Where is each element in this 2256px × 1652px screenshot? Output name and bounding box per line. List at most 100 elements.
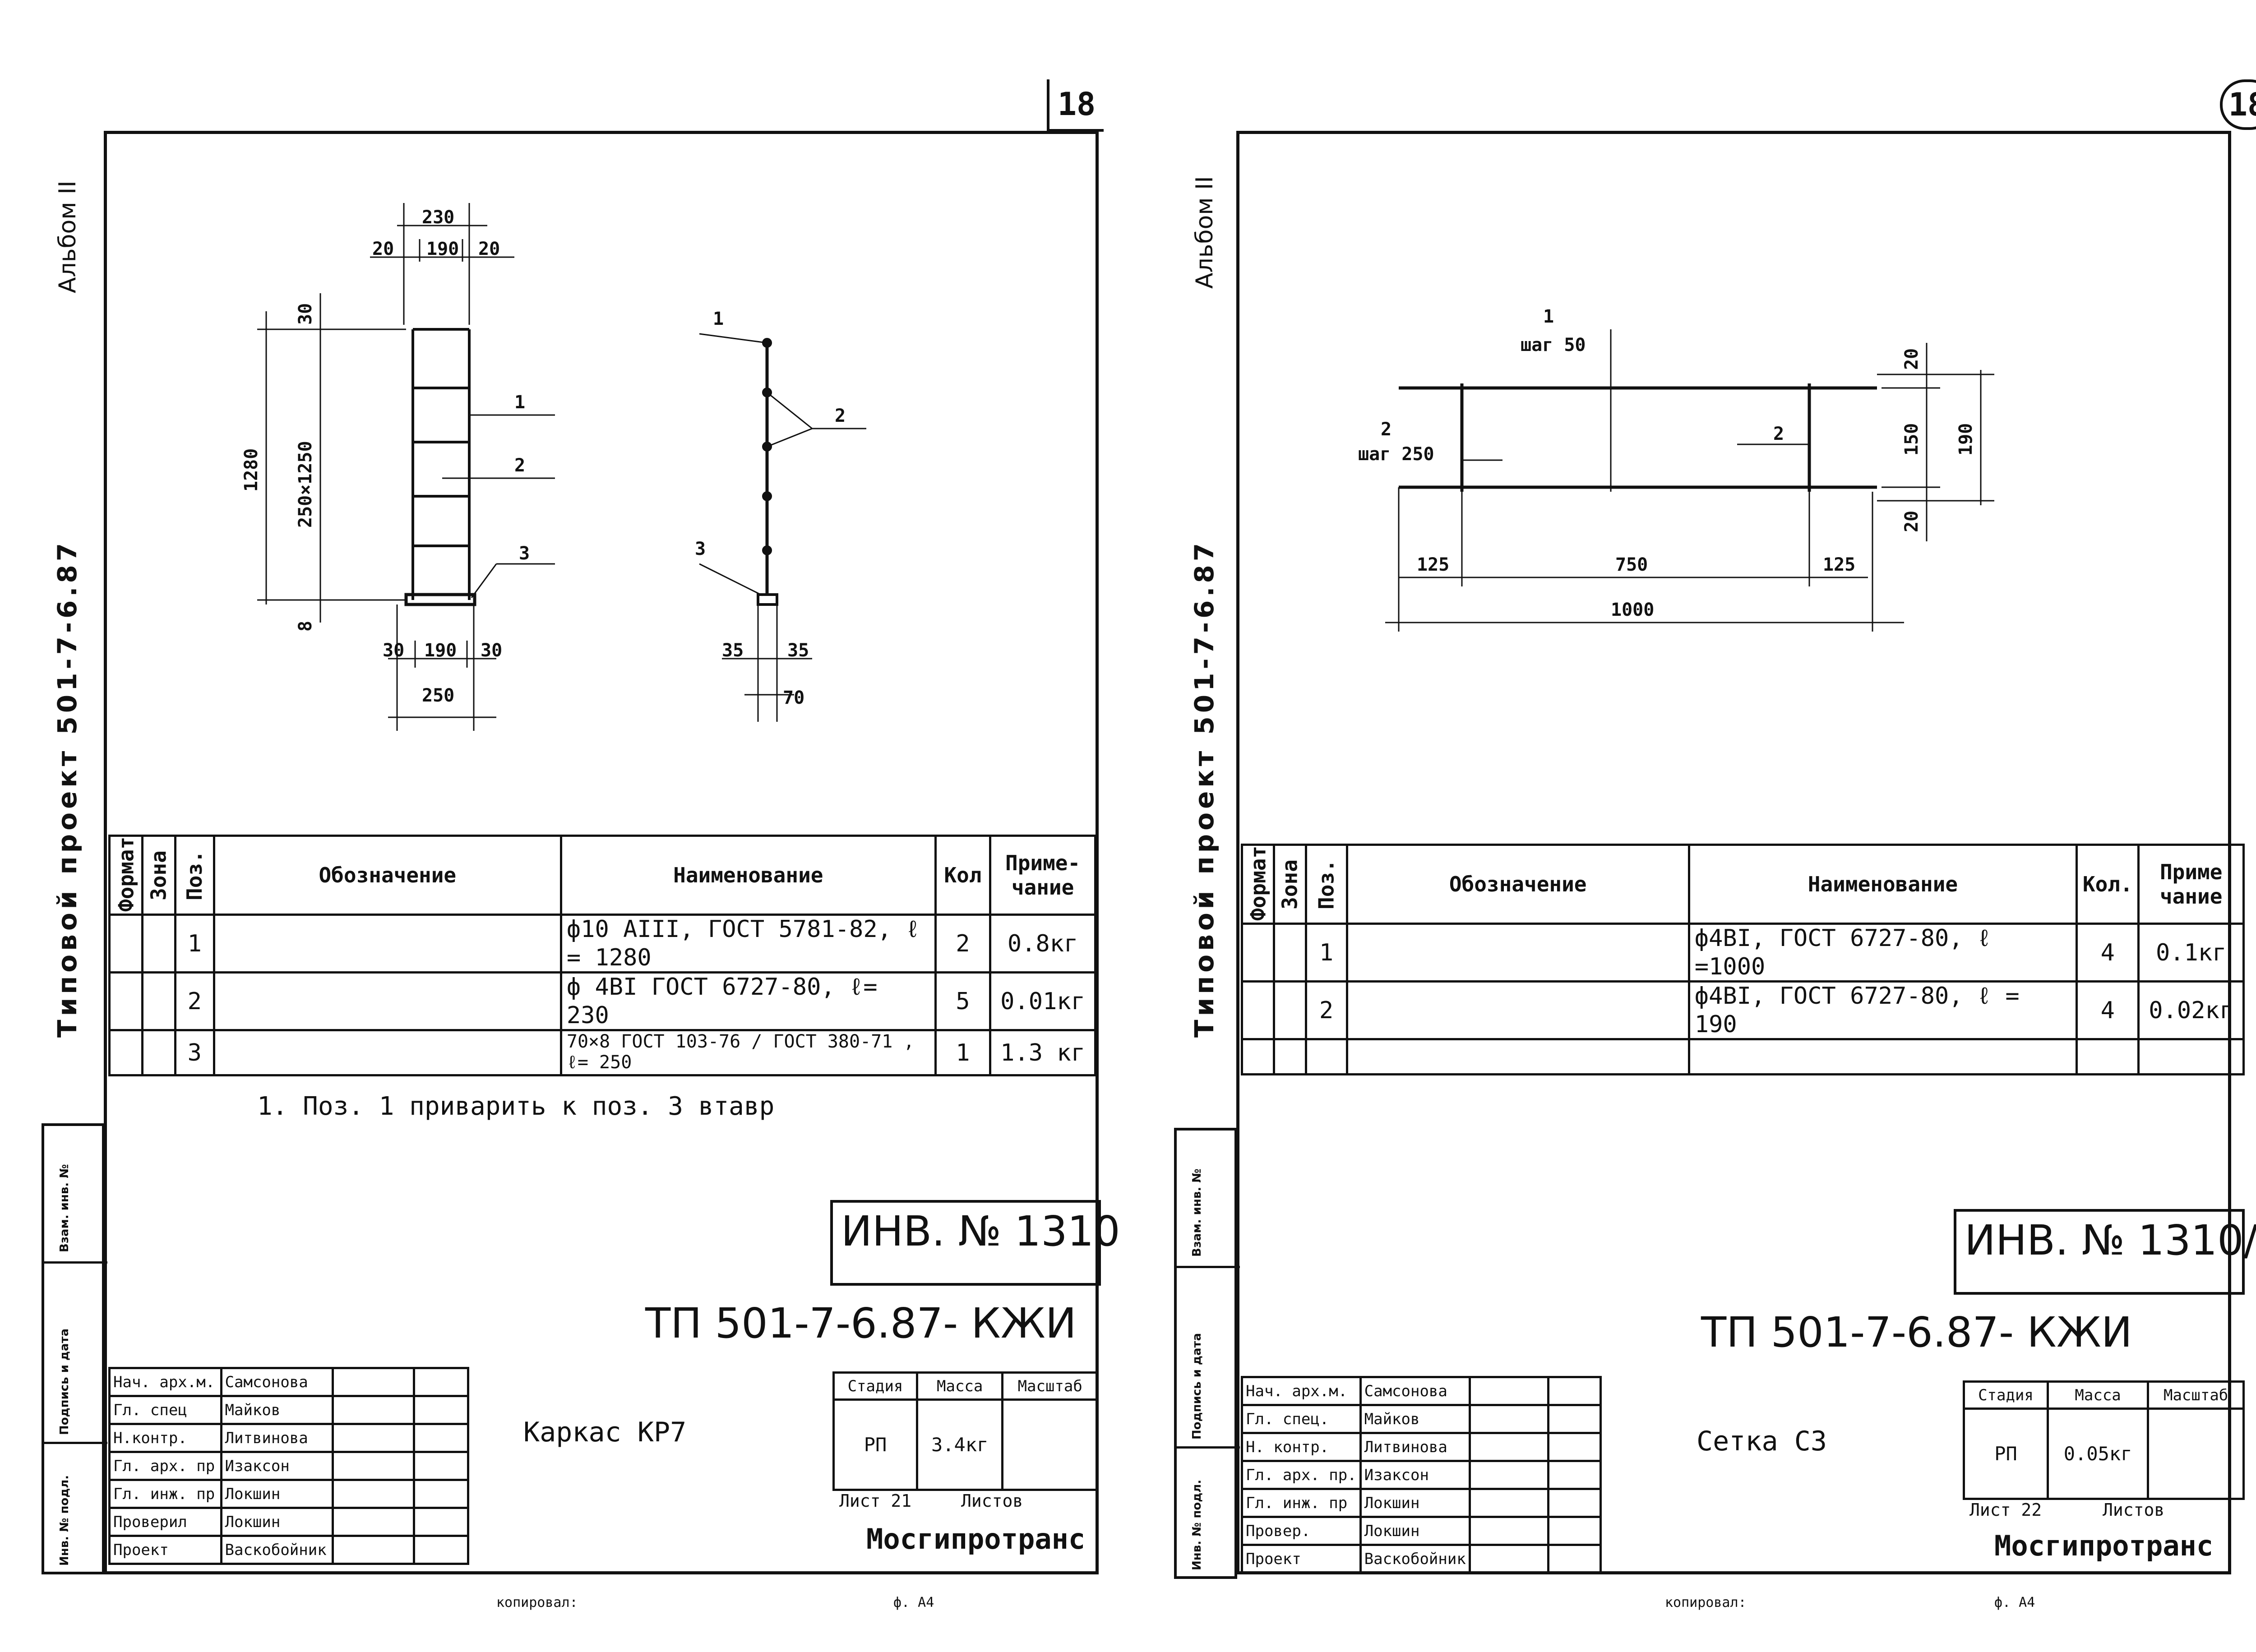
signer-role: Провер. [1241,1516,1362,1546]
table-row: 2 ф 4ВI ГОСТ 6727-80, ℓ= 230 5 0.01кг [108,971,1096,1031]
row-pos: 3 [174,1029,215,1076]
signer-name: Локшин [1359,1488,1471,1518]
dim-top-mid: 190 [426,239,459,259]
table-row: 1 ф10 АIII, ГОСТ 5781-82, ℓ = 1280 2 0.8… [108,914,1096,974]
row-pos: 2 [1304,980,1348,1040]
signer-name: Литвинова [1359,1432,1471,1462]
signer-name: Майков [220,1395,334,1425]
signer-name: Майков [1359,1404,1471,1434]
pos-label-3: 3 [519,543,530,564]
dim-bot-mid: 190 [424,640,457,661]
side-label-replace: Взам. инв. № [58,1164,71,1253]
dim-20-bottom: 20 [1901,511,1922,532]
frame-drawing: 230 20 190 20 30 190 30 250 35 35 70 1 2… [241,203,866,731]
hdr-qty: Кол [934,835,992,916]
signer-role: Гл. инж. пр [108,1479,222,1509]
signer-role: Нач. арх.м. [1241,1376,1362,1406]
signer-role: Гл. спец [108,1395,222,1425]
mesh-step-1: шаг 50 [1521,335,1586,355]
dim-side-left: 35 [722,640,744,661]
mesh-label-2: 2 [1381,419,1392,440]
table-row: Нач. арх.м.Самсонова [1241,1376,1602,1406]
table-row: Н.контр.Литвинова [108,1423,469,1453]
mesh-step-2: шаг 250 [1358,444,1434,465]
format-label: ф. А4 [893,1595,934,1610]
side-pos-3: 3 [695,539,706,559]
copied-by: копировал: [1665,1595,1747,1610]
side-pos-2: 2 [835,406,846,426]
sheet-number: 18 [2220,79,2256,130]
signer-role: Гл. арх. пр. [1241,1460,1362,1490]
table-row: Провер.Локшин [1241,1516,1602,1546]
dim-height-inner: 250×1250 [295,441,316,528]
signer-name: Изаксон [220,1451,334,1481]
mesh-label-2b: 2 [1773,424,1784,444]
stage-value: РП [1963,1407,2049,1500]
drawing-code: ТП 501-7-6.87- КЖИ [645,1299,1077,1347]
spec-table: Формат Зона Поз. Обозначение Наименовани… [108,835,1096,1076]
row-name: ф4ВI, ГОСТ 6727-80, ℓ =1000 [1687,923,2078,983]
table-row: Нач. арх.м.Самсонова [108,1367,469,1397]
dim-top-gap: 30 [295,303,316,325]
sheet-left: 18 Альбом II Типовой проект 501-7-6.87 В… [42,79,1120,1610]
signer-role: Гл. арх. пр [108,1451,222,1481]
signer-role: Проверил [108,1507,222,1537]
row-qty: 4 [2076,923,2140,983]
table-row: Гл. арх. пр.Изаксон [1241,1460,1602,1490]
row-name: 70×8 ГОСТ 103-76 / ГОСТ 380-71 , ℓ= 250 [559,1029,937,1076]
mesh-label-1: 1 [1543,306,1554,327]
sheet-label: Лист 21 [839,1491,912,1511]
pos-label-1: 1 [514,392,525,413]
dim-side-right: 35 [787,640,809,661]
signer-name: Васкобойник [220,1535,334,1565]
mesh-drawing: 1 шаг 50 2 шаг 250 2 125 750 125 1000 20… [1358,306,1994,632]
drawing-frame [104,131,1099,1574]
hdr-zone: Зона [142,835,176,915]
dim-top-left: 20 [372,239,394,259]
scale-header: Масштаб [1001,1371,1099,1401]
row-note: 1.3 кг [989,1029,1096,1076]
copied-by: копировал: [496,1595,578,1610]
sidebar-stamp: Взам. инв. № Подпись и дата Инв. № подл. [1174,1128,1240,1579]
mass-value: 3.4кг [915,1398,1004,1491]
dim-190: 190 [1956,423,1976,456]
table-row: Н. контр.Литвинова [1241,1432,1602,1462]
sheet-number: 18 [1047,79,1104,132]
dim-750: 750 [1615,554,1648,575]
dim-150: 150 [1901,423,1922,456]
signer-role: Нач. арх.м. [108,1367,222,1397]
row-qty: 4 [2076,980,2140,1040]
sheet-right: 18 Альбом II Типовой проект 501-7-6.87 В… [1146,0,2256,1652]
signer-name: Самсонова [220,1367,334,1397]
dim-side-total: 70 [783,688,804,708]
hdr-note: Приме-чание [989,835,1096,916]
signer-role: Н. контр. [1241,1432,1362,1462]
dim-125-left: 125 [1417,554,1449,575]
drawing-title: Сетка С3 [1697,1426,1827,1457]
row-name: ф 4ВI ГОСТ 6727-80, ℓ= 230 [559,971,937,1031]
dim-bottom-gap: 8 [295,621,316,632]
organization: Мосгипротранс [866,1523,1086,1555]
row-pos: 2 [174,971,215,1031]
hdr-name: Наименование [559,835,937,916]
hdr-format: Формат [109,835,143,915]
mass-header: Масса [2046,1380,2150,1410]
row-pos: 1 [174,914,215,974]
signer-name: Самсонова [1359,1376,1471,1406]
row-note: 0.8кг [989,914,1096,974]
signer-name: Локшин [1359,1516,1471,1546]
signer-role: Гл. инж. пр [1241,1488,1362,1518]
row-note: 0.01кг [989,971,1096,1031]
table-row: Гл. спец.Майков [1241,1404,1602,1434]
signer-name: Литвинова [220,1423,334,1453]
hdr-zone: Зона [1274,844,1306,924]
row-note: 0.02кг [2137,980,2245,1040]
drawing-code: ТП 501-7-6.87- КЖИ [1701,1308,2132,1357]
dim-bot-total: 250 [422,685,454,706]
